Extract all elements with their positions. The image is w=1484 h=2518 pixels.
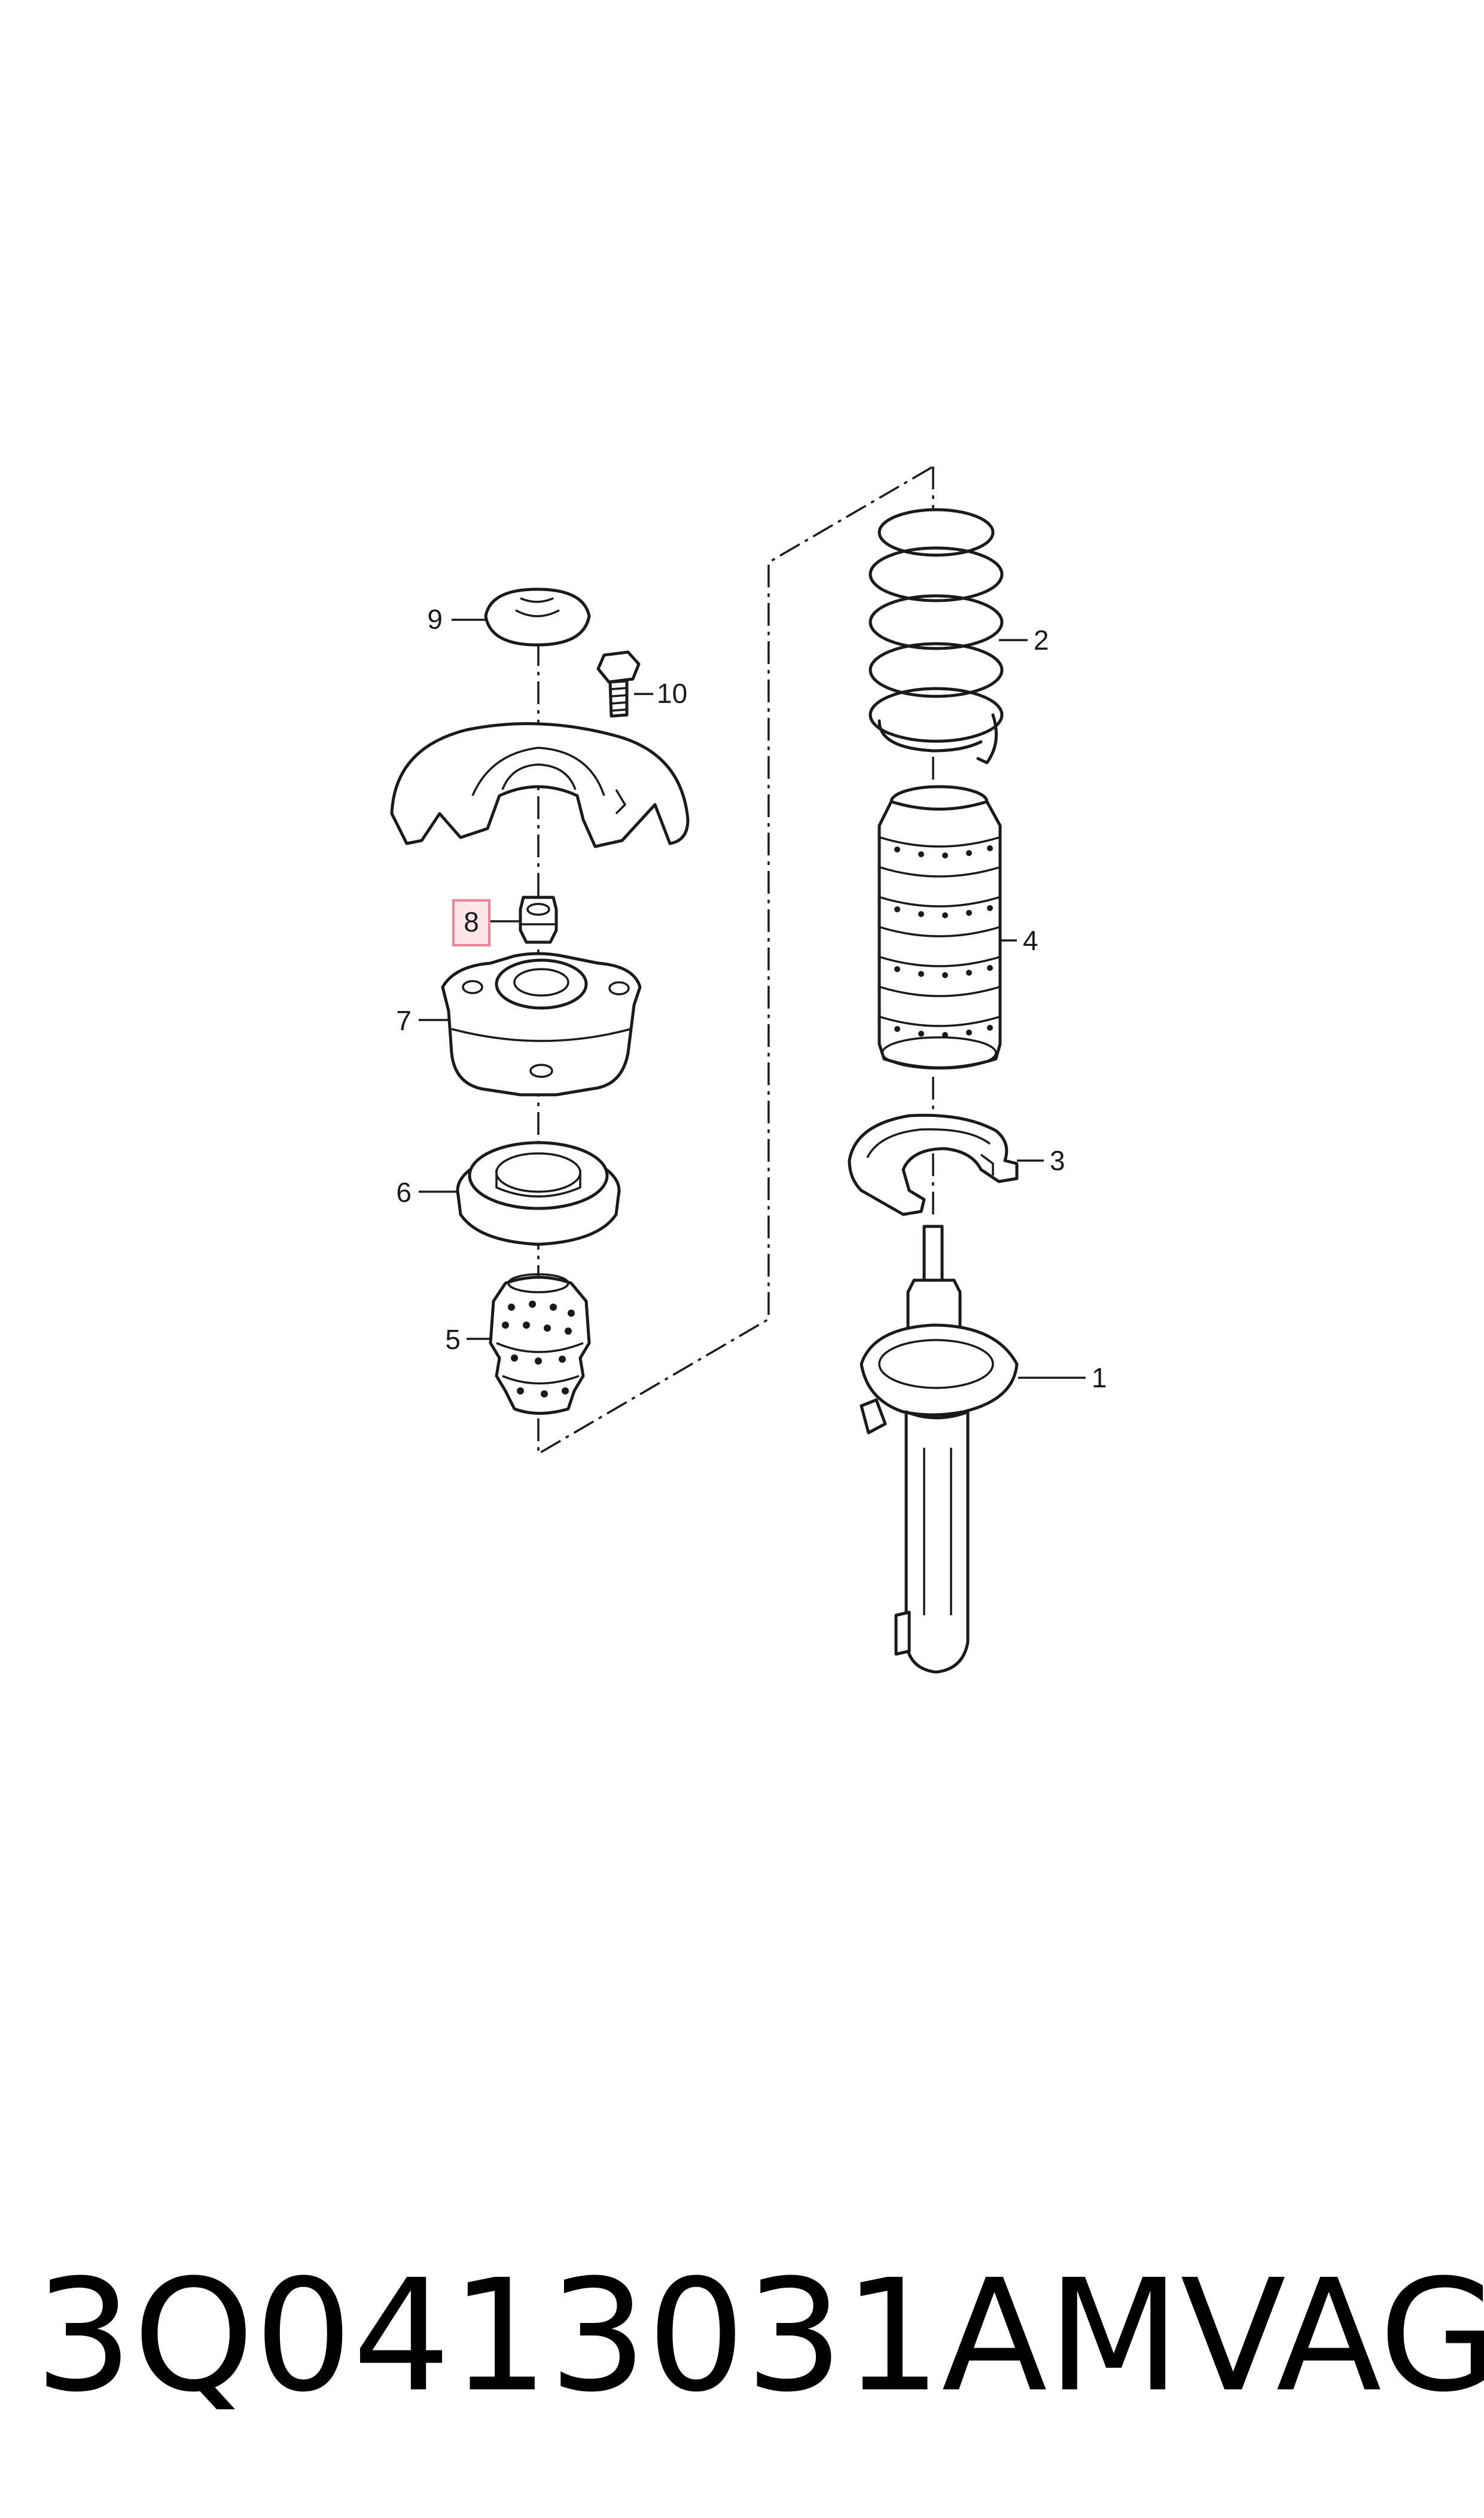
part-spring-seat [848, 1113, 1019, 1216]
callout-6[interactable]: 6 [396, 1177, 412, 1208]
callout-4[interactable]: 4 [1023, 925, 1038, 956]
boot-dots [894, 845, 993, 1038]
part-bearing [456, 1141, 621, 1246]
callout-7[interactable]: 7 [396, 1005, 412, 1036]
part-strut-mount [441, 952, 642, 1097]
callout-3[interactable]: 3 [1050, 1145, 1065, 1176]
callout-8-highlight [452, 899, 490, 946]
part-nut [519, 896, 558, 944]
leader-lines [419, 619, 1086, 1379]
callout-2[interactable]: 2 [1034, 625, 1049, 656]
part-number: 3Q0413031AM [35, 2246, 1181, 2426]
callout-5[interactable]: 5 [445, 1324, 461, 1355]
footer: 3Q0413031AM VAG [35, 2246, 1484, 2426]
bump-stop-dots [502, 1301, 575, 1397]
callout-10[interactable]: 10 [657, 678, 687, 709]
part-coil-spring [869, 508, 1004, 765]
part-shield [390, 722, 690, 848]
part-bolt [596, 650, 641, 718]
part-bump-stop [489, 1273, 591, 1415]
boot-ribs [880, 836, 1000, 1027]
callout-9[interactable]: 9 [427, 604, 443, 635]
part-protective-boot [877, 785, 1002, 1070]
brand-name: VAG [1180, 2246, 1484, 2426]
part-cap [484, 587, 591, 647]
part-shock-absorber [860, 1225, 1019, 1674]
callout-8[interactable]: 8 [464, 906, 479, 937]
callout-labels: 9 10 8 7 6 5 2 4 3 1 [396, 604, 1107, 1393]
callout-1[interactable]: 1 [1092, 1362, 1107, 1393]
